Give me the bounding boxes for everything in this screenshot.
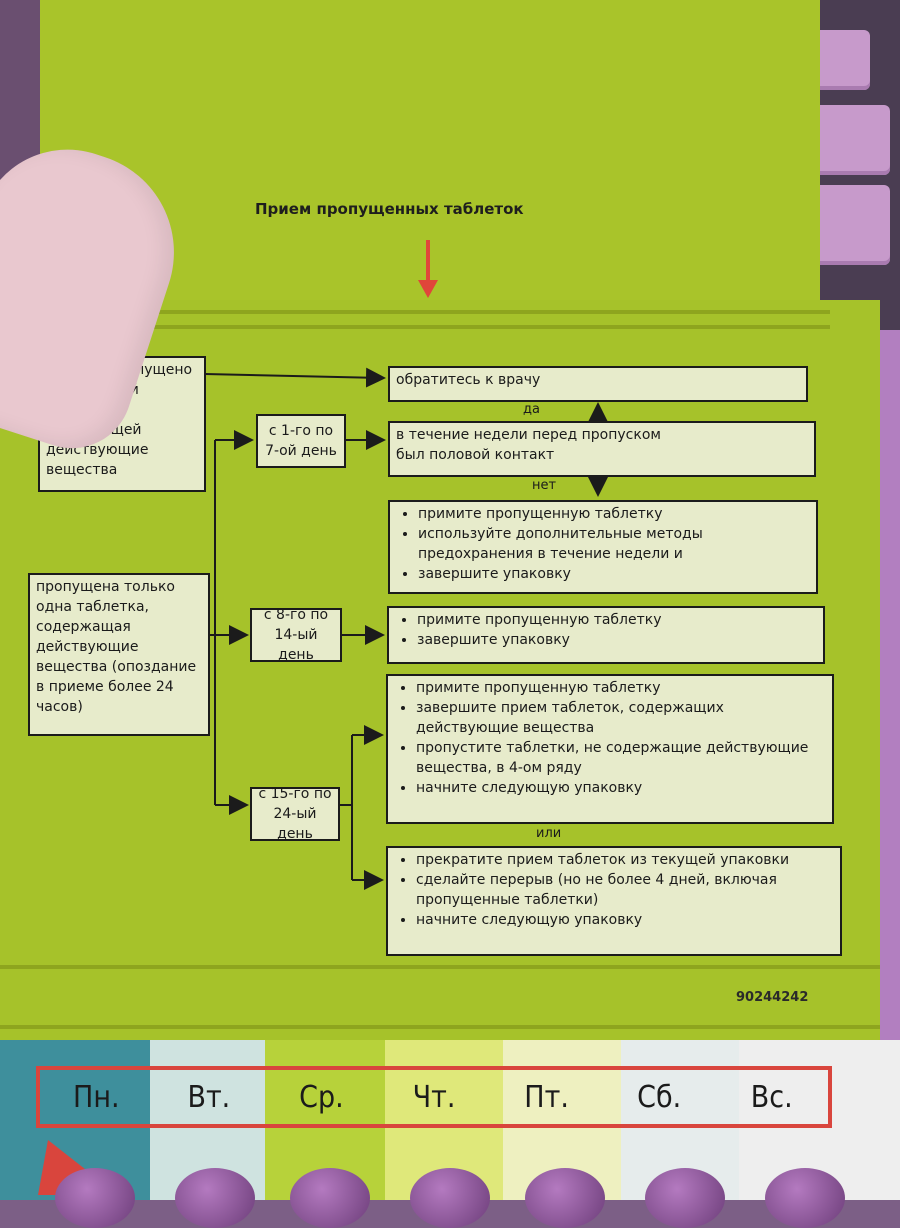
condition-one-missed: пропущена только одна таблетка, содержащ… <box>28 573 210 736</box>
weekday-label: Чт. <box>378 1070 491 1124</box>
period-text: с 1-го по 7-ой день <box>264 421 338 461</box>
pill <box>290 1168 370 1228</box>
weekday-label: Ср. <box>265 1070 378 1124</box>
weekday-label: Вт. <box>153 1070 266 1124</box>
period-week2: с 8-го по 14-ый день <box>250 608 342 662</box>
step-item: завершите упаковку <box>417 630 817 650</box>
step-item: примите пропущенную таблетку <box>418 504 810 524</box>
pill <box>645 1168 725 1228</box>
steps-list: примите пропущенную таблетку используйте… <box>396 504 810 584</box>
step-item: примите пропущенную таблетку <box>417 610 817 630</box>
product-code: 90244242 <box>736 990 808 1005</box>
question-line: был половой контакт <box>396 445 808 465</box>
consult-text: обратитесь к врачу <box>396 372 540 388</box>
weekday-label: Сб. <box>603 1070 716 1124</box>
period-week1: с 1-го по 7-ой день <box>256 414 346 468</box>
step-item: примите пропущенную таблетку <box>416 678 826 698</box>
step-item: прекратите прием таблеток из текущей упа… <box>416 850 834 870</box>
pill <box>525 1168 605 1228</box>
period-week3: с 15-го по 24-ый день <box>250 787 340 841</box>
steps-week1: примите пропущенную таблетку используйте… <box>388 500 818 594</box>
pill <box>175 1168 255 1228</box>
weekday-label: Пн. <box>40 1070 153 1124</box>
weekday-label: Вс. <box>715 1070 828 1124</box>
pill <box>765 1168 845 1228</box>
step-item: завершите прием таблеток, содержащих дей… <box>416 698 826 738</box>
period-text: с 15-го по 24-ый день <box>258 784 332 844</box>
step-item: используйте дополнительные методы предох… <box>418 524 810 564</box>
step-item: завершите упаковку <box>418 564 810 584</box>
pill <box>55 1168 135 1228</box>
steps-week3-option-a: примите пропущенную таблетку завершите п… <box>386 674 834 824</box>
weekday-label: Пт. <box>490 1070 603 1124</box>
steps-week2: примите пропущенную таблетку завершите у… <box>387 606 825 664</box>
step-item: пропустите таблетки, не содержащие дейст… <box>416 738 826 778</box>
period-text: с 8-го по 14-ый день <box>258 605 334 665</box>
yes-label: да <box>523 402 540 417</box>
steps-list: примите пропущенную таблетку завершите у… <box>395 610 817 650</box>
weekday-row: Пн. Вт. Ср. Чт. Пт. Сб. Вс. <box>36 1066 832 1128</box>
no-label: нет <box>532 478 556 493</box>
step-item: начните следующую упаковку <box>416 778 826 798</box>
or-label: или <box>536 826 561 841</box>
condition-text: пропущена только одна таблетка, содержащ… <box>36 579 196 715</box>
question-line: в течение недели перед пропуском <box>396 425 808 445</box>
step-item: начните следующую упаковку <box>416 910 834 930</box>
steps-list: примите пропущенную таблетку завершите п… <box>394 678 826 798</box>
step-item: сделайте перерыв (но не более 4 дней, вк… <box>416 870 834 910</box>
question-box: в течение недели перед пропуском был пол… <box>388 421 816 477</box>
pill <box>410 1168 490 1228</box>
consult-doctor-box: обратитесь к врачу <box>388 366 808 402</box>
steps-list: прекратите прием таблеток из текущей упа… <box>394 850 834 930</box>
steps-week3-option-b: прекратите прием таблеток из текущей упа… <box>386 846 842 956</box>
